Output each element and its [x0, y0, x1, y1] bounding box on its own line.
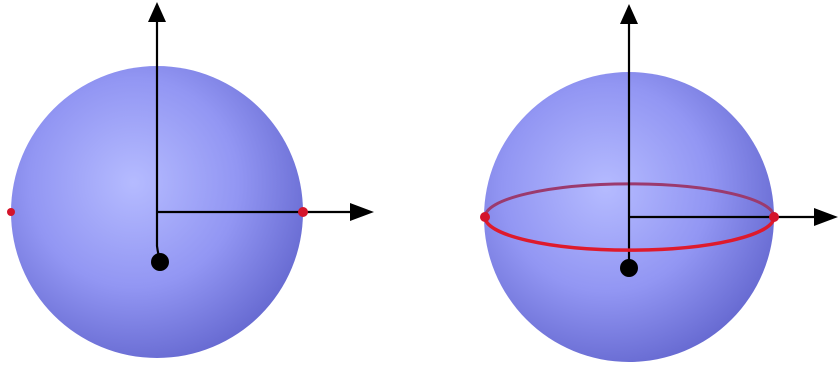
left-panel: [7, 2, 374, 358]
right-origin-dot: [620, 259, 638, 277]
right-ring-front: [483, 216, 776, 252]
right-panel: [480, 4, 838, 362]
right-right-equator-point: [769, 212, 779, 222]
left-vertical-arrowhead: [148, 2, 166, 22]
right-horizontal-arrowhead: [814, 208, 838, 226]
left-left-equator-point: [7, 208, 15, 216]
left-origin-dot: [151, 253, 169, 271]
right-vertical-arrowhead: [620, 4, 638, 24]
left-horizontal-arrowhead: [350, 203, 374, 221]
right-left-equator-point: [480, 212, 490, 222]
left-right-equator-point: [298, 207, 308, 217]
